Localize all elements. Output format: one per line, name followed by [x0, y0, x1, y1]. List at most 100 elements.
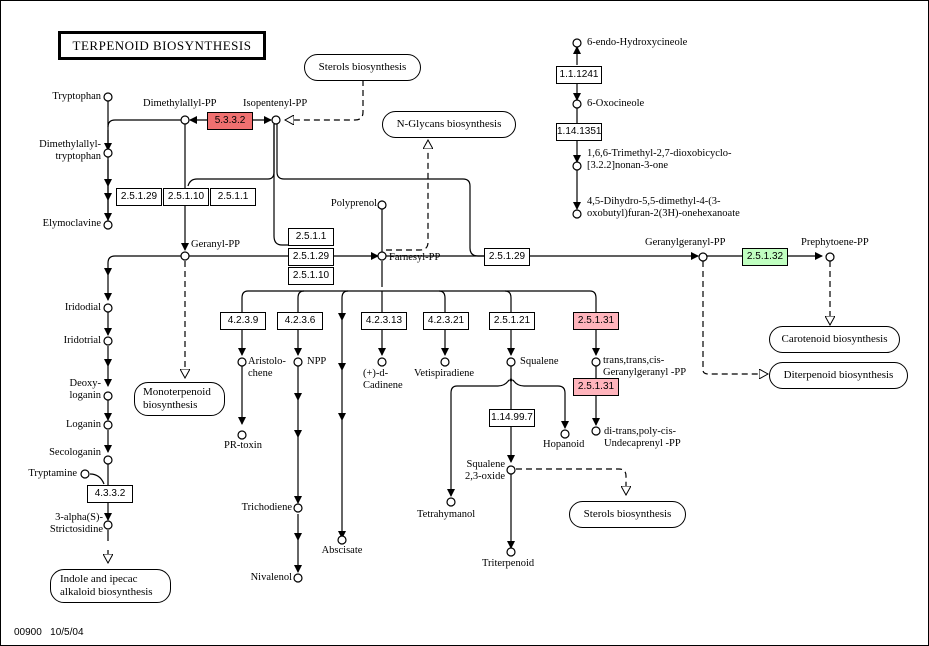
node-triterpenoid	[506, 547, 516, 557]
map-n-glycans-biosynthesis[interactable]: N-Glycans biosynthesis	[382, 111, 516, 138]
map-id: 00900	[14, 627, 42, 638]
enzyme-2.5.1.31[interactable]: 2.5.1.31	[573, 378, 619, 396]
label-npp: NPP	[307, 356, 327, 367]
label-triterpenoid: Triterpenoid	[482, 558, 535, 569]
edge-dmapp-to-trp	[107, 119, 185, 128]
node-abscisate	[337, 535, 347, 545]
node-elymoclavine	[103, 220, 113, 230]
label-secologanin: Secologanin	[49, 447, 101, 458]
node-farnesyl-pp	[377, 251, 387, 261]
label-prephytoene-pp: Prephytoene-PP	[801, 237, 869, 248]
node-geranyl-pp	[180, 251, 190, 261]
label-dihydro: 4,5-Dihydro-5,5-dimethyl-4-(3- oxobutyl)…	[587, 196, 740, 219]
enzyme-2.5.1.21[interactable]: 2.5.1.21	[489, 312, 535, 330]
enzyme-2.5.1.10[interactable]: 2.5.1.10	[163, 188, 209, 206]
label-farnesyl-pp: Farnesyl-PP	[389, 252, 441, 263]
label-abscisate: Abscisate	[321, 545, 363, 556]
node-polyprenol	[377, 200, 387, 210]
enzyme-2.5.1.29[interactable]: 2.5.1.29	[116, 188, 162, 206]
map-carotenoid-biosynthesis[interactable]: Carotenoid biosynthesis	[769, 326, 900, 353]
map-sterols-biosynthesis-bottom[interactable]: Sterols biosynthesis	[569, 501, 686, 528]
node-trimethyl	[572, 161, 582, 171]
map-indole-alkaloid-biosynthesis[interactable]: Indole and ipecac alkaloid biosynthesis	[50, 569, 171, 603]
label-aristolochene: Aristolo- chene	[248, 356, 286, 379]
node-pr-toxin	[237, 430, 247, 440]
map-sterols-biosynthesis-top[interactable]: Sterols biosynthesis	[304, 54, 421, 81]
label-isopentenyl-pp: Isopentenyl-PP	[243, 98, 308, 109]
label-tryptophan: Tryptophan	[52, 91, 101, 102]
label-trimethyl: 1,6,6-Trimethyl-2,7-dioxobicyclo- [3.2.2…	[587, 148, 732, 171]
enzyme-2.5.1.31[interactable]: 2.5.1.31	[573, 312, 619, 330]
label-elymoclavine: Elymoclavine	[42, 218, 101, 229]
enzyme-4.2.3.9[interactable]: 4.2.3.9	[220, 312, 266, 330]
node-geranylgeranyl-pp	[698, 252, 708, 262]
label-cadinene: (+)-d- Cadinene	[363, 368, 403, 391]
pathway-title: TERPENOID BIOSYNTHESIS	[58, 31, 266, 60]
node-deoxyloganin	[103, 391, 113, 401]
enzyme-2.5.1.29[interactable]: 2.5.1.29	[288, 248, 334, 266]
node-aristolochene	[237, 357, 247, 367]
enzyme-4.2.3.21[interactable]: 4.2.3.21	[423, 312, 469, 330]
label-iridotrial: Iridotrial	[63, 335, 101, 346]
node-iridotrial	[103, 336, 113, 346]
enzyme-2.5.1.29[interactable]: 2.5.1.29	[484, 248, 530, 266]
node-cadinene	[377, 357, 387, 367]
node-oxocineole	[572, 99, 582, 109]
node-npp	[293, 357, 303, 367]
enzyme-2.5.1.32[interactable]: 2.5.1.32	[742, 248, 788, 266]
node-dihydro	[572, 209, 582, 219]
map-monoterpenoid-biosynthesis[interactable]: Monoterpenoid biosynthesis	[134, 382, 225, 416]
enzyme-4.2.3.13[interactable]: 4.2.3.13	[361, 312, 407, 330]
enzyme-2.5.1.1[interactable]: 2.5.1.1	[288, 228, 334, 246]
map-diterpenoid-biosynthesis[interactable]: Diterpenoid biosynthesis	[769, 362, 908, 389]
enzyme-2.5.1.1[interactable]: 2.5.1.1	[210, 188, 256, 206]
label-polyprenol: Polyprenol	[330, 198, 377, 209]
enzyme-1.14.99.7[interactable]: 1.14.99.7	[489, 409, 535, 427]
node-trichodiene	[293, 503, 303, 513]
label-strictosidine: 3-alpha(S)- Strictosidine	[49, 512, 103, 535]
node-vetispiradiene	[440, 357, 450, 367]
enzyme-5.3.3.2[interactable]: 5.3.3.2	[207, 112, 253, 130]
label-vetispiradiene: Vetispiradiene	[414, 368, 475, 379]
node-squalene-oxide	[506, 465, 516, 475]
node-prephytoene-pp	[825, 252, 835, 262]
label-hopanoid: Hopanoid	[543, 439, 585, 450]
node-strictosidine	[103, 520, 113, 530]
node-tryptophan	[103, 92, 113, 102]
map-date: 10/5/04	[50, 627, 84, 638]
label-undecaprenyl: di-trans,poly-cis- Undecaprenyl -PP	[604, 426, 681, 449]
label-trichodiene: Trichodiene	[241, 502, 292, 513]
label-hydroxycineole: 6-endo-Hydroxycineole	[587, 37, 688, 48]
label-loganin: Loganin	[66, 419, 101, 430]
label-tetrahymanol: Tetrahymanol	[417, 509, 476, 520]
label-iridodial: Iridodial	[64, 302, 101, 313]
node-secologanin	[103, 455, 113, 465]
node-tryptamine	[80, 469, 90, 479]
footer-info: 00900 10/5/04	[14, 627, 84, 638]
node-loganin	[103, 420, 113, 430]
node-ttc-ggpp	[591, 357, 601, 367]
label-dimethylallyl-pp: Dimethylallyl-PP	[143, 98, 217, 109]
node-hydroxycineole	[572, 38, 582, 48]
label-dimethylallyl-tryptophan: Dimethylallyl- tryptophan	[39, 139, 101, 162]
node-dimethylallyl-tryptophan	[103, 148, 113, 158]
enzyme-2.5.1.10[interactable]: 2.5.1.10	[288, 267, 334, 285]
node-hopanoid	[560, 429, 570, 439]
node-isopentenyl-pp	[271, 115, 281, 125]
node-nivalenol	[293, 573, 303, 583]
label-squalene: Squalene	[520, 356, 559, 367]
enzyme-1.1.1241[interactable]: 1.1.1241	[556, 66, 602, 84]
node-tetrahymanol	[446, 497, 456, 507]
node-dimethylallyl-pp	[180, 115, 190, 125]
node-squalene	[506, 357, 516, 367]
enzyme-4.3.3.2[interactable]: 4.3.3.2	[87, 485, 133, 503]
enzyme-1.14.1351[interactable]: 1.14.1351	[556, 123, 602, 141]
label-geranyl-pp: Geranyl-PP	[191, 239, 240, 250]
node-iridodial	[103, 303, 113, 313]
enzyme-4.2.3.6[interactable]: 4.2.3.6	[277, 312, 323, 330]
node-undecaprenyl	[591, 426, 601, 436]
label-nivalenol: Nivalenol	[250, 572, 292, 583]
label-tryptamine: Tryptamine	[28, 468, 77, 479]
label-oxocineole: 6-Oxocineole	[587, 98, 645, 109]
